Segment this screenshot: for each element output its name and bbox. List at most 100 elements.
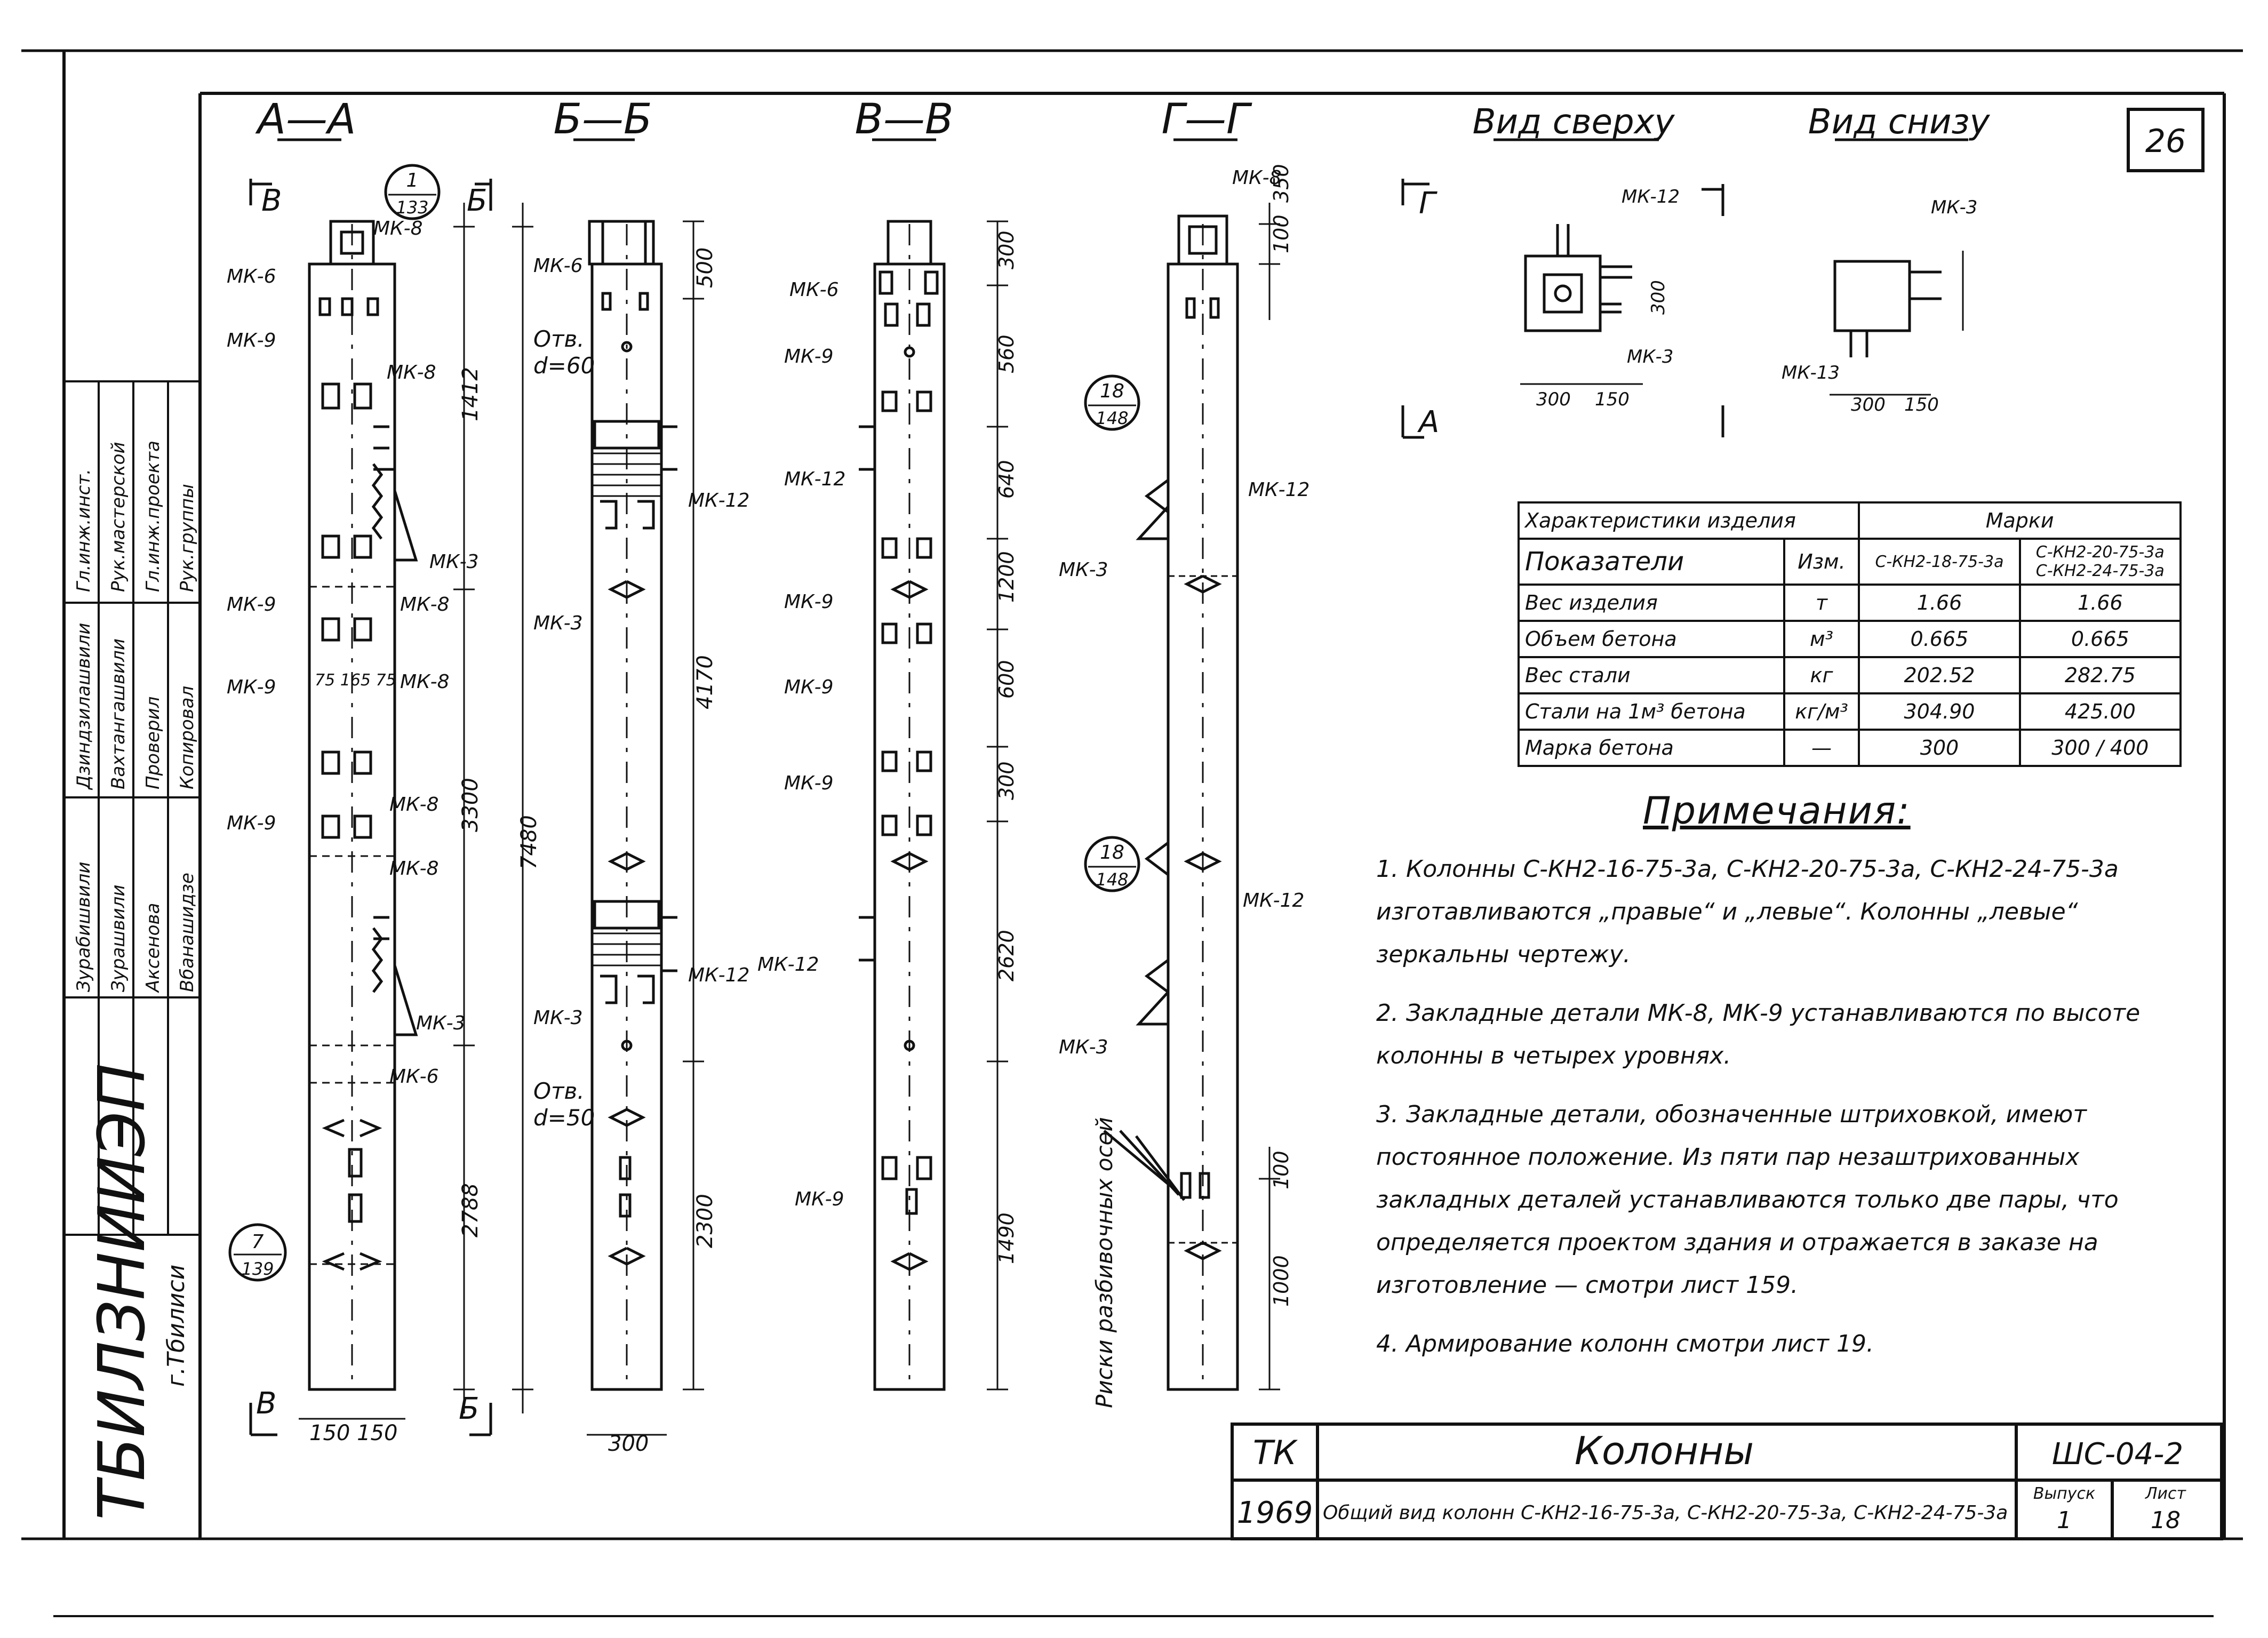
- stamp-cell: Дзиндзилашвили: [73, 623, 94, 790]
- hole-diameter: d=50: [533, 1105, 595, 1131]
- dim-2788: 2788: [458, 1183, 483, 1237]
- label-mk12: МК-12: [1243, 890, 1304, 912]
- dim-1490: 1490: [995, 1212, 1018, 1264]
- svg-text:133: 133: [396, 197, 428, 218]
- table-header: Марки: [1858, 501, 2182, 540]
- label-mk9: МК-9: [784, 772, 834, 794]
- label-mk3: МК-3: [533, 1007, 583, 1029]
- svg-text:18: 18: [1100, 380, 1124, 402]
- callout-18-148-lower: 18 148: [1084, 836, 1140, 892]
- stamp-cell: Проверил: [142, 697, 164, 789]
- stamp-cell: Вахтангашвили: [108, 638, 129, 789]
- dim-100: 100: [1269, 1150, 1293, 1189]
- hole-label: Отв.: [533, 326, 585, 352]
- row-label: Вес стали: [1518, 656, 1785, 694]
- title-name: Колонны: [1575, 1428, 1754, 1473]
- table-header: С-КН2-18-75-3а: [1858, 538, 2021, 586]
- label-mk9: МК-9: [784, 346, 834, 367]
- label-mk6: МК-6: [389, 1066, 439, 1088]
- section-title-g: Г—Г: [1162, 95, 1252, 143]
- row-unit: м³: [1783, 620, 1860, 658]
- label-mk3: МК-3: [416, 1012, 466, 1034]
- title-tk: ТК: [1253, 1433, 1298, 1472]
- label-mk6: МК-6: [533, 255, 583, 277]
- dim-inner-75: 75 165 75: [315, 671, 396, 690]
- svg-text:Б: Б: [459, 1392, 479, 1426]
- section-titles: А—А Б—Б В—В Г—Г Вид сверху Вид снизу: [255, 95, 1991, 143]
- table-row: Стали на 1м³ бетона кг/м³ 304.90 425.00: [1518, 692, 2182, 731]
- sheet-number: 26: [2145, 123, 2186, 160]
- title-block-text: ТК 1969 Колонны Общий вид колонн С-КН2-1…: [1237, 1428, 2187, 1534]
- column-section-a: [308, 220, 418, 1391]
- title-block: [1231, 1423, 2223, 1540]
- label-mk3: МК-3: [1059, 559, 1108, 581]
- row-label: Объем бетона: [1518, 620, 1785, 658]
- note-item: 2. Закладные детали МК-8, МК-9 устанавли…: [1376, 1000, 2141, 1069]
- label-mk9: МК-9: [227, 594, 276, 616]
- dim-300: 300: [995, 230, 1018, 269]
- stamp-cell: Гл.инж.проекта: [142, 441, 164, 592]
- section-title-b: Б—Б: [553, 95, 652, 143]
- table-row: Марка бетона — 300 300 / 400: [1518, 729, 2182, 767]
- label-mk8: МК-8: [400, 594, 450, 616]
- dim-1200: 1200: [995, 551, 1018, 603]
- callout-1-133: 1 133: [384, 164, 441, 220]
- title-year: 1969: [1237, 1496, 1313, 1530]
- row-label: Марка бетона: [1518, 729, 1785, 767]
- svg-text:148: 148: [1096, 869, 1128, 890]
- row-unit: т: [1783, 584, 1860, 622]
- row-value: 202.52: [1858, 656, 2021, 694]
- note-item: 1. Колонны С-КН2-16-75-3а, С-КН2-20-75-3…: [1376, 856, 2119, 968]
- dim-300: 300: [1851, 394, 1886, 416]
- characteristics-table: Характеристики изделия Марки Показатели …: [1517, 501, 2182, 767]
- row-unit: —: [1783, 729, 1860, 767]
- label-mk9: МК-9: [227, 812, 276, 834]
- label-mk12: МК-12: [688, 490, 749, 512]
- label-mk9: МК-9: [784, 591, 834, 613]
- label-mk6: МК-6: [789, 279, 839, 301]
- row-value: 300: [1858, 729, 2021, 767]
- label-mk8: МК-8: [389, 794, 439, 816]
- column-g-text: МК-8 МК-12 МК-3 МК-12 МК-3 100 350 100 1…: [1059, 164, 1309, 1408]
- dim-300: 300: [1648, 280, 1669, 315]
- row-value: 300 / 400: [2018, 729, 2182, 767]
- dim-2300: 2300: [693, 1194, 717, 1248]
- column-section-b: [587, 220, 704, 1436]
- svg-text:В: В: [256, 1386, 276, 1421]
- dim-4170: 4170: [693, 655, 717, 709]
- table-row: Объем бетона м³ 0.665 0.665: [1518, 620, 2182, 658]
- row-label: Стали на 1м³ бетона: [1518, 692, 1785, 731]
- stamp-org: ТБИЛЗНИИЭП: [85, 1064, 159, 1520]
- dim-500: 500: [693, 247, 717, 288]
- concrete-grade-2: 400: [2110, 736, 2149, 760]
- left-stamp: [63, 380, 201, 1236]
- title-subtitle: Общий вид колонн С-КН2-16-75-3а, С-КН2-2…: [1323, 1502, 2008, 1524]
- label-mk13: МК-13: [1782, 362, 1840, 383]
- label-mk8: МК-8: [389, 858, 439, 880]
- dim-150: 150: [1595, 389, 1630, 410]
- label-mk8: МК-8: [1232, 167, 1282, 189]
- cut-letters: ВВ ББ: [256, 183, 487, 1426]
- label-mk3: МК-3: [1059, 1036, 1108, 1058]
- axes-note: Риски разбивочных осей: [1091, 1117, 1117, 1408]
- hole-diameter: d=60: [533, 353, 595, 379]
- table-row: Вес изделия т 1.66 1.66: [1518, 584, 2182, 622]
- dim-300: 300: [1536, 389, 1571, 410]
- label-mk12: МК-12: [784, 468, 845, 490]
- table-header: Характеристики изделия: [1517, 501, 1860, 540]
- row-value: 282.75: [2018, 656, 2182, 694]
- svg-text:18: 18: [1100, 842, 1124, 864]
- notes-title: Примечания:: [1643, 789, 1911, 833]
- left-stamp-text: Гл.инж.инст. Рук.мастерской Гл.инж.проек…: [73, 441, 198, 1520]
- row-label: Вес изделия: [1518, 584, 1785, 622]
- table-header: Показатели: [1518, 538, 1785, 586]
- title-list: 18: [2151, 1507, 2181, 1534]
- stamp-cell: Зурашвили: [108, 885, 129, 992]
- stamp-cell: Зурабишвили: [73, 862, 94, 992]
- notes-block: Примечания: 1. Колонны С-КН2-16-75-3а, С…: [1376, 789, 2214, 1365]
- title-list-label: Лист: [2145, 1484, 2187, 1503]
- top-view-text: МК-12 МК-3 300 150 300 Г А: [1417, 186, 1680, 440]
- label-mk8: МК-8: [387, 362, 436, 383]
- concrete-grade-1: 300: [2051, 736, 2090, 760]
